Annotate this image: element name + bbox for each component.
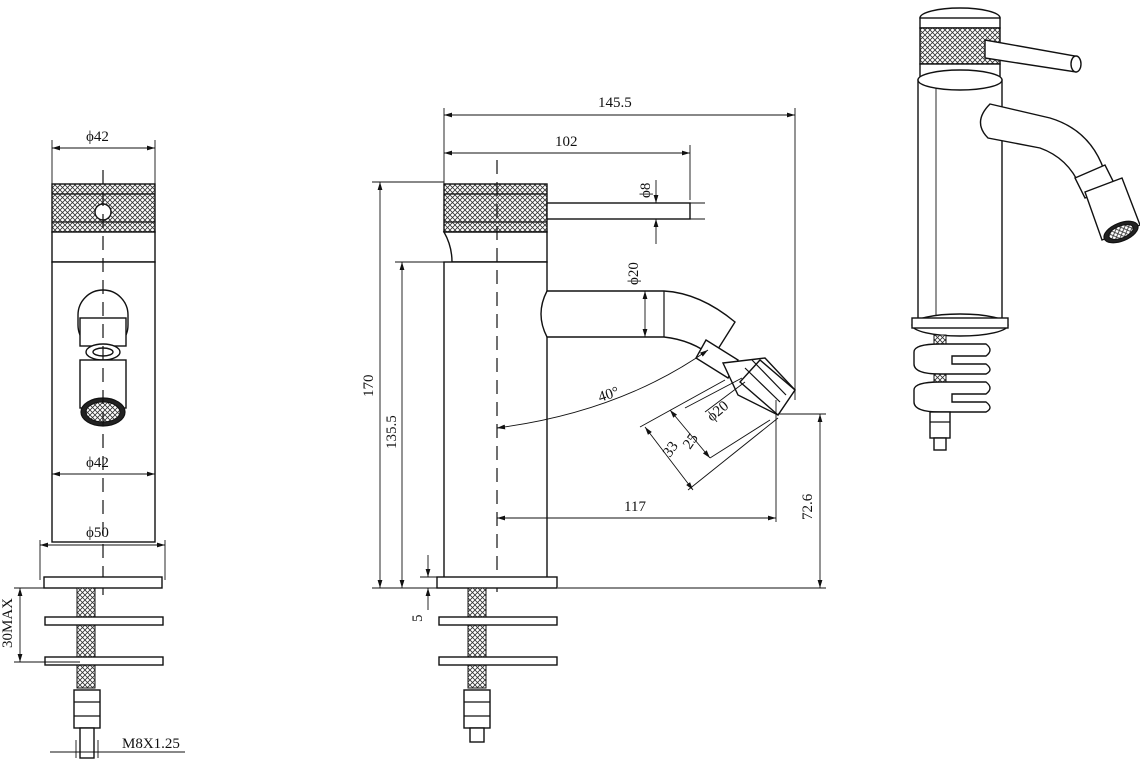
label-side-total-height: 170 <box>361 375 377 398</box>
label-side-total-reach: 145.5 <box>598 95 632 111</box>
side-collar <box>442 231 548 263</box>
perspective-spout <box>979 103 1105 188</box>
dim-side-body-height: 135.5 <box>384 261 444 588</box>
dim-side-lever-diameter: ϕ8 <box>638 180 705 244</box>
side-washer-bottom <box>438 656 558 666</box>
label-side-angle: 40° <box>596 384 621 406</box>
side-nozzle <box>695 339 796 417</box>
label-side-lever-reach: 102 <box>555 134 578 150</box>
side-knurled-head <box>443 183 548 233</box>
dim-front-base-diameter: ϕ50 <box>39 525 166 580</box>
front-washer-top <box>44 616 164 626</box>
side-threaded-rod <box>467 587 487 689</box>
dim-front-body-diameter: ϕ42 <box>52 455 155 477</box>
front-view: ϕ42 ϕ42 ϕ50 <box>0 129 185 759</box>
side-view: 145.5 102 ϕ8 <box>361 95 826 743</box>
label-front-base-diameter: ϕ50 <box>86 525 109 541</box>
label-front-thread: M8X1.25 <box>122 736 180 752</box>
dim-front-top-diameter: ϕ42 <box>51 129 156 190</box>
label-front-top-diameter: ϕ42 <box>86 129 109 145</box>
label-front-body-diameter: ϕ42 <box>86 455 109 471</box>
side-lever <box>546 202 691 220</box>
dim-side-total-height: 170 <box>361 181 444 589</box>
front-nut <box>73 689 101 729</box>
dim-side-lever-reach: 102 <box>444 134 691 200</box>
label-side-body-height: 135.5 <box>384 415 400 449</box>
label-side-spout-projection: 117 <box>624 499 646 515</box>
front-base-plate <box>43 576 163 589</box>
front-washer-bottom <box>44 656 164 666</box>
dim-side-base-thickness: 5 <box>410 555 437 622</box>
label-side-nozzle-length-25: 25 <box>680 431 702 452</box>
side-washer-top <box>438 616 558 626</box>
side-base-plate <box>436 576 558 589</box>
dim-side-spout-projection: 117 <box>497 400 777 522</box>
label-front-clamp: 30MAX <box>0 598 16 648</box>
dim-side-outlet-height: 72.6 <box>558 413 826 589</box>
perspective-washer-top <box>913 343 991 375</box>
label-side-nozzle-length-33: 33 <box>660 439 682 460</box>
label-side-nozzle-diameter: ϕ20 <box>704 398 732 425</box>
label-side-outlet-height: 72.6 <box>800 493 816 520</box>
dim-front-thread: M8X1.25 <box>50 736 185 758</box>
perspective-washer-bottom <box>913 381 991 413</box>
side-spout <box>540 290 736 359</box>
label-side-base-thickness: 5 <box>410 615 426 623</box>
dim-side-total-reach: 145.5 <box>443 95 796 400</box>
dim-side-angle: 40° <box>496 349 709 430</box>
front-threaded-rod <box>76 587 96 689</box>
label-side-lever-diameter: ϕ8 <box>638 183 654 198</box>
dim-side-spout-diameter: ϕ20 <box>626 262 664 338</box>
perspective-nozzle <box>1074 164 1140 244</box>
side-body <box>443 261 548 579</box>
label-side-spout-diameter: ϕ20 <box>626 262 642 285</box>
dim-front-clamp: 30MAX <box>0 587 80 663</box>
side-nut <box>463 689 491 729</box>
perspective-nut <box>929 411 951 439</box>
perspective-view <box>911 7 1140 451</box>
